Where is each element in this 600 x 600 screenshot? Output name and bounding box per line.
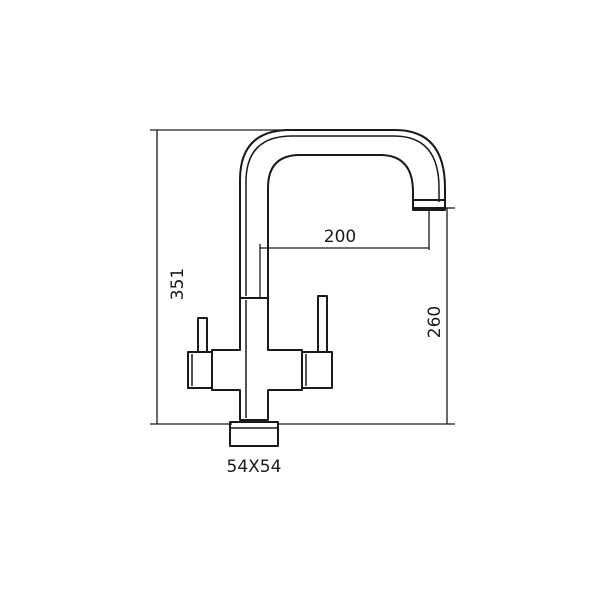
spout-outline: [239, 129, 446, 299]
spout-highlight: [245, 135, 440, 296]
total-height-label: 351: [168, 268, 188, 300]
left-handle-body: [187, 351, 213, 389]
faucet-base: [229, 421, 279, 447]
right-handle-lever: [317, 295, 328, 353]
base-size-label: 54X54: [227, 457, 282, 477]
spout-height-label: 260: [425, 306, 445, 338]
left-handle-lever: [197, 317, 208, 353]
spout-reach-label: 200: [324, 227, 356, 247]
faucet-body-outline: [211, 297, 303, 421]
right-handle-body: [301, 351, 333, 389]
